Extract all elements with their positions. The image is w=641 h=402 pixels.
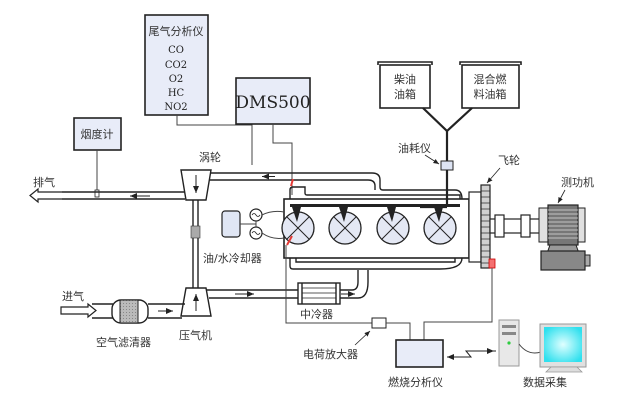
gas-hc: HC bbox=[168, 88, 185, 99]
intake-label: 进气 bbox=[62, 289, 84, 303]
pc-tower bbox=[498, 319, 520, 367]
charge-amplifier bbox=[371, 317, 387, 329]
intake-arrow bbox=[60, 302, 97, 319]
drive-shaft bbox=[489, 214, 543, 238]
exhaust-gas-analyzer: 尾气分析仪 CO CO2 O2 HC NO2 bbox=[144, 14, 209, 116]
smoke-meter-label: 烟度计 bbox=[81, 127, 114, 141]
cylinder-4 bbox=[423, 207, 457, 245]
dms500-box: DMS500 bbox=[235, 77, 311, 125]
combustion-analyzer bbox=[395, 339, 444, 368]
diesel-tank-label-1: 柴油 bbox=[394, 72, 416, 86]
smoke-meter: 烟度计 bbox=[73, 117, 122, 151]
blend-tank-label-1: 混合燃 bbox=[474, 72, 507, 86]
exhaust-pressure-sensor bbox=[290, 178, 294, 187]
data-acquisition-label: 数据采集 bbox=[523, 375, 567, 389]
crank-angle-sensor bbox=[488, 258, 496, 269]
cylinder-2 bbox=[328, 207, 362, 245]
cylinder-pressure-sensor bbox=[286, 235, 293, 246]
gas-no2: NO2 bbox=[164, 102, 187, 113]
turbine-label: 涡轮 bbox=[199, 150, 221, 164]
diesel-tank-label-2: 油箱 bbox=[394, 87, 416, 101]
blend-tank-label-2: 料油箱 bbox=[474, 87, 507, 101]
dms500-label: DMS500 bbox=[235, 93, 310, 113]
dynamometer-label: 测功机 bbox=[561, 175, 594, 189]
exhaust-analyzer-title: 尾气分析仪 bbox=[149, 24, 204, 38]
intercooler-label: 中冷器 bbox=[300, 308, 333, 321]
air-filter-label: 空气滤清器 bbox=[96, 335, 151, 349]
cylinder-1 bbox=[281, 207, 315, 245]
fuel-meter-label: 油耗仪 bbox=[398, 141, 431, 155]
oil-water-cooler bbox=[221, 208, 285, 240]
cylinder-3 bbox=[376, 207, 410, 245]
compressor bbox=[180, 287, 212, 317]
fuel-meter bbox=[440, 160, 454, 171]
monitor bbox=[539, 323, 587, 373]
turbine bbox=[180, 169, 212, 201]
gas-co: CO bbox=[168, 45, 184, 56]
dynamometer bbox=[538, 204, 591, 271]
intercooler bbox=[297, 282, 341, 305]
engine-block bbox=[281, 172, 470, 270]
exhaust-out-arrow bbox=[29, 187, 62, 204]
air-filter bbox=[111, 299, 149, 324]
smoke-probe bbox=[94, 189, 100, 198]
exhaust-label: 排气 bbox=[33, 175, 55, 189]
turbo-bearing bbox=[190, 225, 201, 239]
charge-amplifier-label: 电荷放大器 bbox=[303, 347, 358, 361]
combustion-analyzer-label: 燃烧分析仪 bbox=[388, 375, 443, 389]
compressor-label: 压气机 bbox=[179, 328, 212, 342]
oil-water-cooler-label: 油/水冷却器 bbox=[203, 251, 262, 265]
blended-fuel-tank: 混合燃 料油箱 bbox=[459, 61, 522, 109]
diesel-tank: 柴油 油箱 bbox=[377, 61, 433, 109]
flywheel-label: 飞轮 bbox=[498, 153, 520, 167]
gas-o2: O2 bbox=[169, 74, 184, 85]
gas-co2: CO2 bbox=[165, 60, 187, 71]
